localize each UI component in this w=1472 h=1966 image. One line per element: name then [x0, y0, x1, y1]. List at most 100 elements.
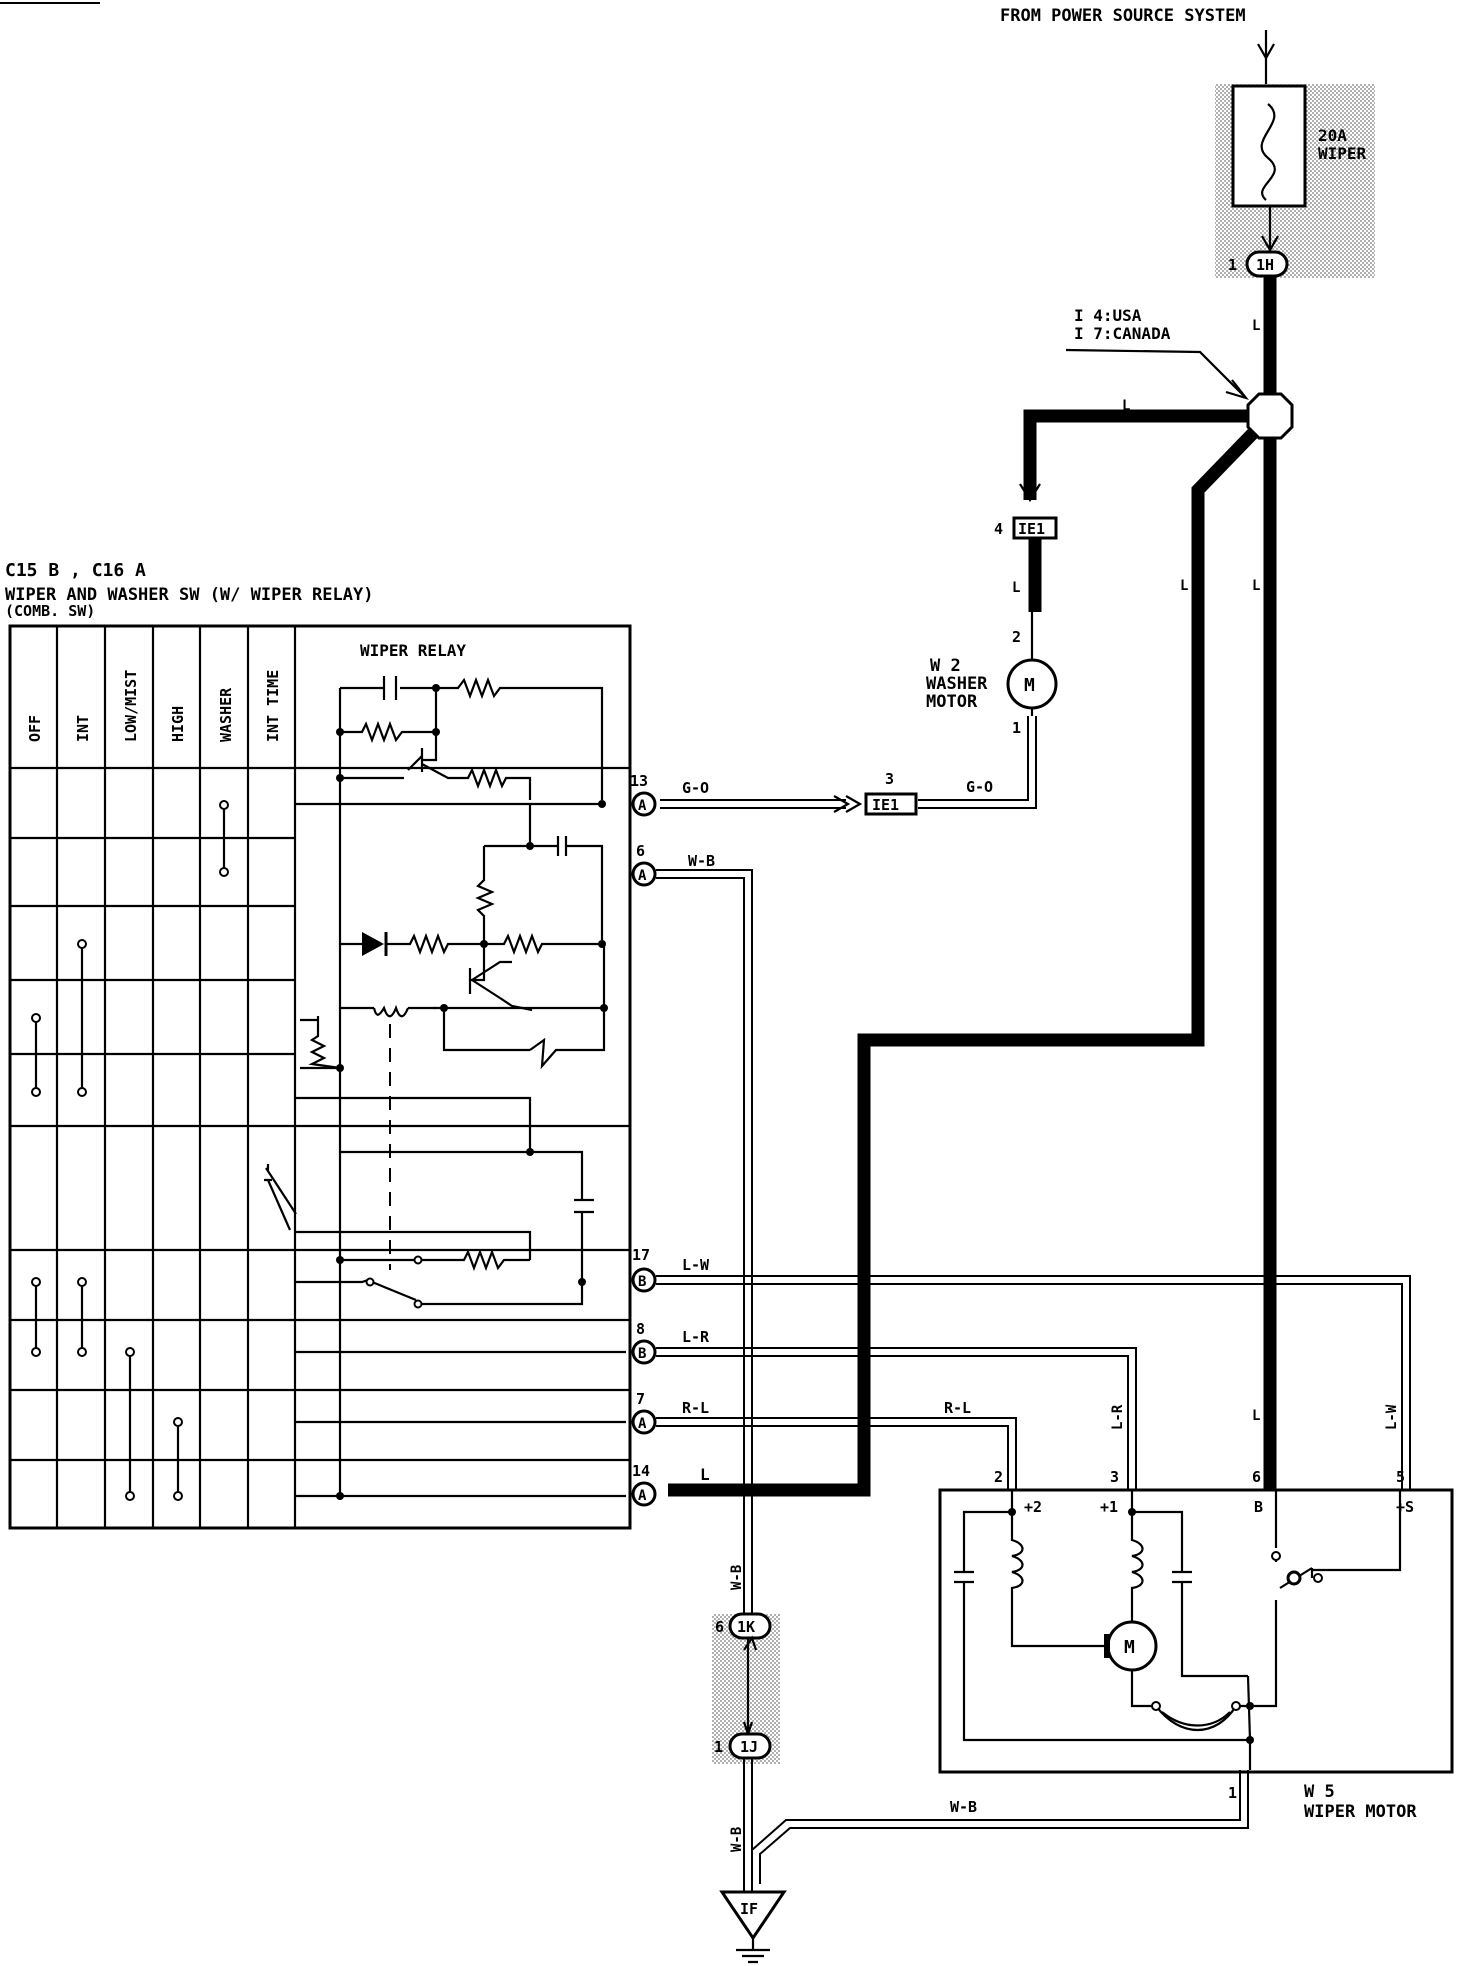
wm-pin-3: 3	[1110, 1468, 1119, 1486]
ik-pin: 6	[715, 1618, 724, 1636]
fuse-name: WIPER	[1318, 144, 1367, 163]
pin-7-conn: A	[638, 1416, 647, 1432]
wire-label-r-l-right: R-L	[944, 1399, 971, 1417]
pin-14: 14	[632, 1462, 650, 1480]
column-int: INT	[74, 715, 92, 742]
wiper-motor-internals: M	[954, 1490, 1402, 1770]
pin-8: 8	[636, 1320, 645, 1338]
wire-label-w-b-motor: W-B	[950, 1798, 977, 1816]
ie1-mid-id: IE1	[872, 796, 899, 814]
svg-text:L: L	[1252, 578, 1260, 594]
ground-connector	[719, 1890, 787, 1941]
wire-label-w-b-lower: W-B	[729, 1827, 745, 1852]
switch-outline	[8, 624, 632, 1530]
pin-13-conn: A	[638, 798, 647, 814]
wire-l-to-switch	[668, 423, 1263, 1497]
wire-label-l-w-vertical: L-W	[1384, 1404, 1400, 1430]
wire-g-o-right	[918, 716, 1037, 809]
wm-pin-6: 6	[1252, 1468, 1261, 1486]
washer-motor-name2: MOTOR	[926, 692, 978, 712]
wire-r-l	[656, 1417, 1017, 1490]
column-washer: WASHER	[217, 687, 235, 742]
wiper-motor-symbol: M	[1124, 1637, 1135, 1658]
junction-label-canada: I 7:CANADA	[1074, 324, 1171, 343]
svg-text:L: L	[1252, 1408, 1260, 1424]
switch-connector-title: C15 B , C16 A	[5, 560, 146, 581]
ground-id: IF	[740, 1900, 758, 1918]
washer-motor-symbol: M	[1024, 675, 1035, 696]
fuse-arrow-icon	[1261, 235, 1279, 253]
pin-8-conn: B	[638, 1346, 646, 1362]
ij-pin: 1	[714, 1738, 723, 1756]
connector-1K	[728, 1612, 772, 1640]
wiper-motor-outline	[938, 1488, 1454, 1774]
power-source-label: FROM POWER SOURCE SYSTEM	[1000, 6, 1246, 26]
washer-pin-bottom: 1	[1012, 719, 1021, 737]
washer-motor-id: W 2	[930, 656, 961, 676]
fuse-conn-pin: 1	[1228, 256, 1237, 274]
switch-subtitle: (COMB. SW)	[5, 602, 95, 620]
pin-6-conn: A	[638, 868, 647, 884]
junction-pointer	[1065, 348, 1245, 397]
wm-term-p2: +2	[1024, 1498, 1042, 1516]
g-o-arrow-icon	[833, 795, 863, 813]
pin-6: 6	[636, 842, 645, 860]
wiper-motor-name: WIPER MOTOR	[1304, 1802, 1417, 1822]
pin-14-conn: A	[638, 1488, 647, 1504]
wire-label-r-l: R-L	[682, 1399, 709, 1417]
switch-pin-connectors: 13 A 6 A 17 B 8 B 7 A 14 A	[630, 772, 657, 1507]
switch-position-table	[10, 626, 630, 1528]
column-off: OFF	[26, 715, 44, 742]
wire-label-l: L	[700, 1465, 710, 1484]
wire-w-b	[656, 869, 753, 1616]
wire-l-r	[656, 1347, 1137, 1490]
column-int-time: INT TIME	[264, 670, 282, 742]
wm-term-b: B	[1254, 1498, 1263, 1516]
ij-id: 1J	[740, 1738, 758, 1756]
pin-17-conn: B	[638, 1274, 646, 1290]
washer-motor-name1: WASHER	[926, 674, 988, 694]
svg-text:L: L	[1122, 398, 1130, 414]
wire-l-w	[656, 1275, 1411, 1490]
connector-1J	[728, 1732, 772, 1760]
fuse-rating: 20A	[1318, 126, 1347, 145]
wire-label-l-r: L-R	[682, 1328, 710, 1346]
column-low-mist: LOW/MIST	[122, 670, 140, 742]
switch-title: WIPER AND WASHER SW (W/ WIPER RELAY)	[5, 585, 373, 605]
ik-id: 1K	[737, 1618, 755, 1636]
pin-13: 13	[630, 772, 648, 790]
ie1-mid-pin: 3	[885, 770, 894, 788]
junction-label-usa: I 4:USA	[1074, 306, 1142, 325]
switch-contacts	[31, 800, 229, 1501]
wm-pin-5: 5	[1396, 1468, 1405, 1486]
junction-connector	[1246, 392, 1294, 440]
washer-arrow-icon	[1019, 483, 1041, 503]
connector-IE1-mid	[864, 792, 918, 816]
column-high: HIGH	[169, 706, 187, 742]
power-arrow-icon	[1257, 43, 1275, 61]
wire-label-w-b-vertical: W-B	[729, 1565, 745, 1590]
wm-term-p1: +1	[1100, 1498, 1118, 1516]
wire-g-o-left	[660, 799, 846, 809]
wire-label-g-o-left: G-O	[682, 779, 709, 797]
ie1-top-pin: 4	[994, 520, 1003, 538]
wm-pin-2: 2	[994, 1468, 1003, 1486]
washer-pin-top: 2	[1012, 628, 1021, 646]
fuse-element-icon	[1260, 103, 1276, 201]
wire-label-w-b-top: W-B	[688, 852, 715, 870]
wire-label-g-o-right: G-O	[966, 778, 993, 796]
svg-text:L: L	[1180, 578, 1188, 594]
wire-l-to-washer	[1023, 409, 1254, 500]
ground-icon	[736, 1938, 770, 1964]
svg-text:L: L	[1252, 318, 1260, 334]
svg-text:L: L	[1012, 580, 1020, 596]
wire-label-l-w: L-W	[682, 1256, 710, 1274]
wire-w-b-motor	[751, 1770, 1249, 1884]
wm-term-s: +S	[1396, 1498, 1414, 1516]
relay-title: WIPER RELAY	[360, 641, 466, 660]
wiper-relay-circuit: WIPER RELAY	[264, 641, 626, 1500]
wm-pin-1: 1	[1228, 1784, 1237, 1802]
wire-label-l-r-vertical: L-R	[1110, 1404, 1126, 1430]
pin-17: 17	[632, 1246, 650, 1264]
